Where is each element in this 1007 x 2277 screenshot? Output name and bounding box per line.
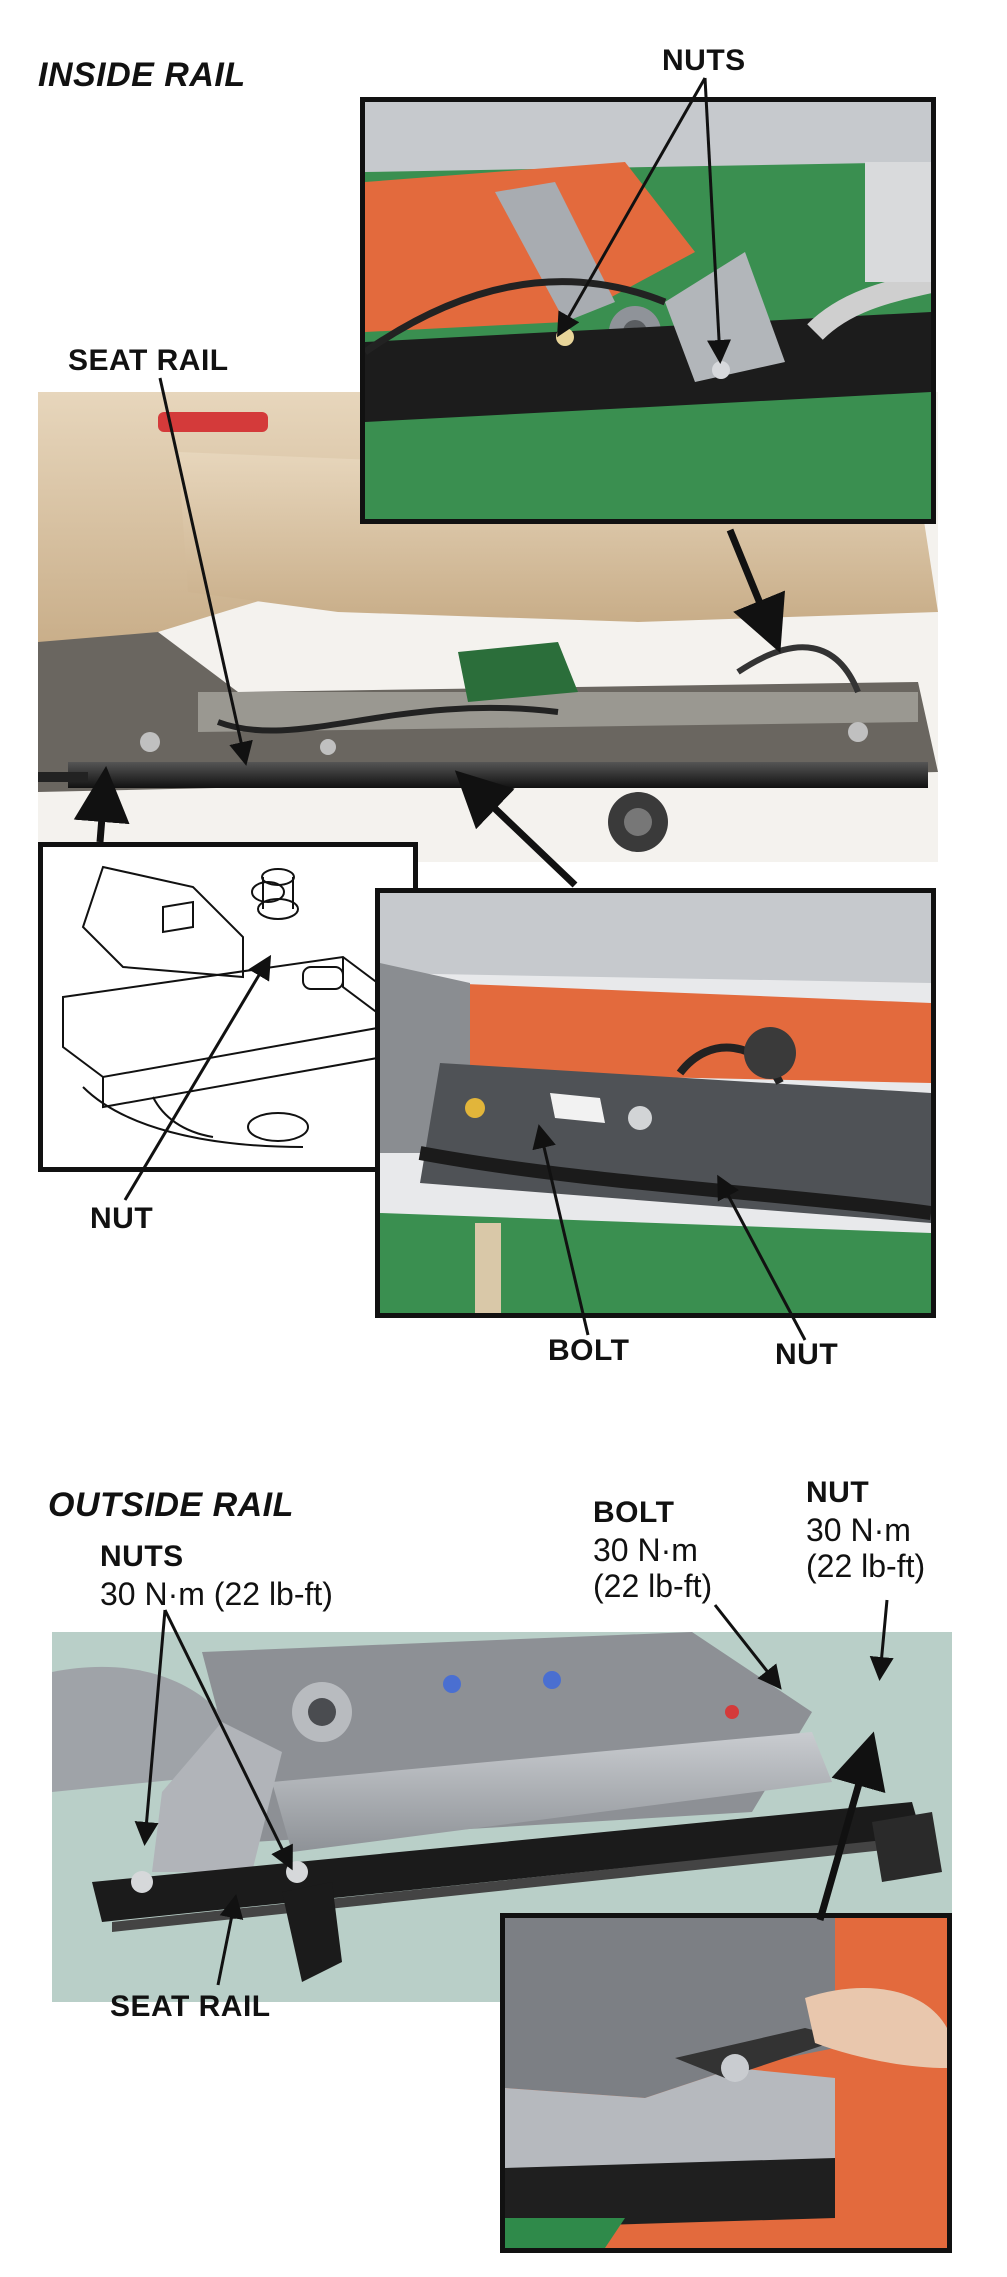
inside-rail-nuts-inset: [360, 97, 936, 524]
outside-nut-torque-line1: 30 N·m: [806, 1512, 911, 1548]
outside-rail-heading: OUTSIDE RAIL: [48, 1486, 294, 1524]
outside-seat-rail-label: SEAT RAIL: [110, 1990, 271, 2023]
inside-rail-bolt-nut-inset: [375, 888, 936, 1318]
outside-bolt-label: BOLT: [593, 1496, 675, 1529]
outside-bolt-torque-line1: 30 N·m: [593, 1532, 698, 1568]
nuts-label: NUTS: [662, 44, 746, 77]
inside-rail-heading: INSIDE RAIL: [38, 56, 246, 94]
outside-nut-torque-line2: (22 lb-ft): [806, 1548, 926, 1584]
nut-left-label: NUT: [90, 1202, 154, 1235]
inside-rail-leader-lines: [73, 77, 807, 1341]
outside-rail-inset-photo: [500, 1913, 952, 2253]
outside-nuts-label: NUTS: [100, 1540, 184, 1573]
outside-bolt-torque-line2: (22 lb-ft): [593, 1568, 713, 1604]
inside-rail-nut-drawing-inset: [38, 842, 418, 1172]
seat-rail-label: SEAT RAIL: [68, 344, 229, 377]
outside-nut-label: NUT: [806, 1476, 870, 1509]
outside-rail-leader-lines: [134, 1599, 894, 1986]
nut-right-label: NUT: [775, 1338, 839, 1371]
bolt-label: BOLT: [548, 1334, 630, 1367]
outside-nuts-torque: 30 N·m (22 lb-ft): [100, 1576, 333, 1612]
